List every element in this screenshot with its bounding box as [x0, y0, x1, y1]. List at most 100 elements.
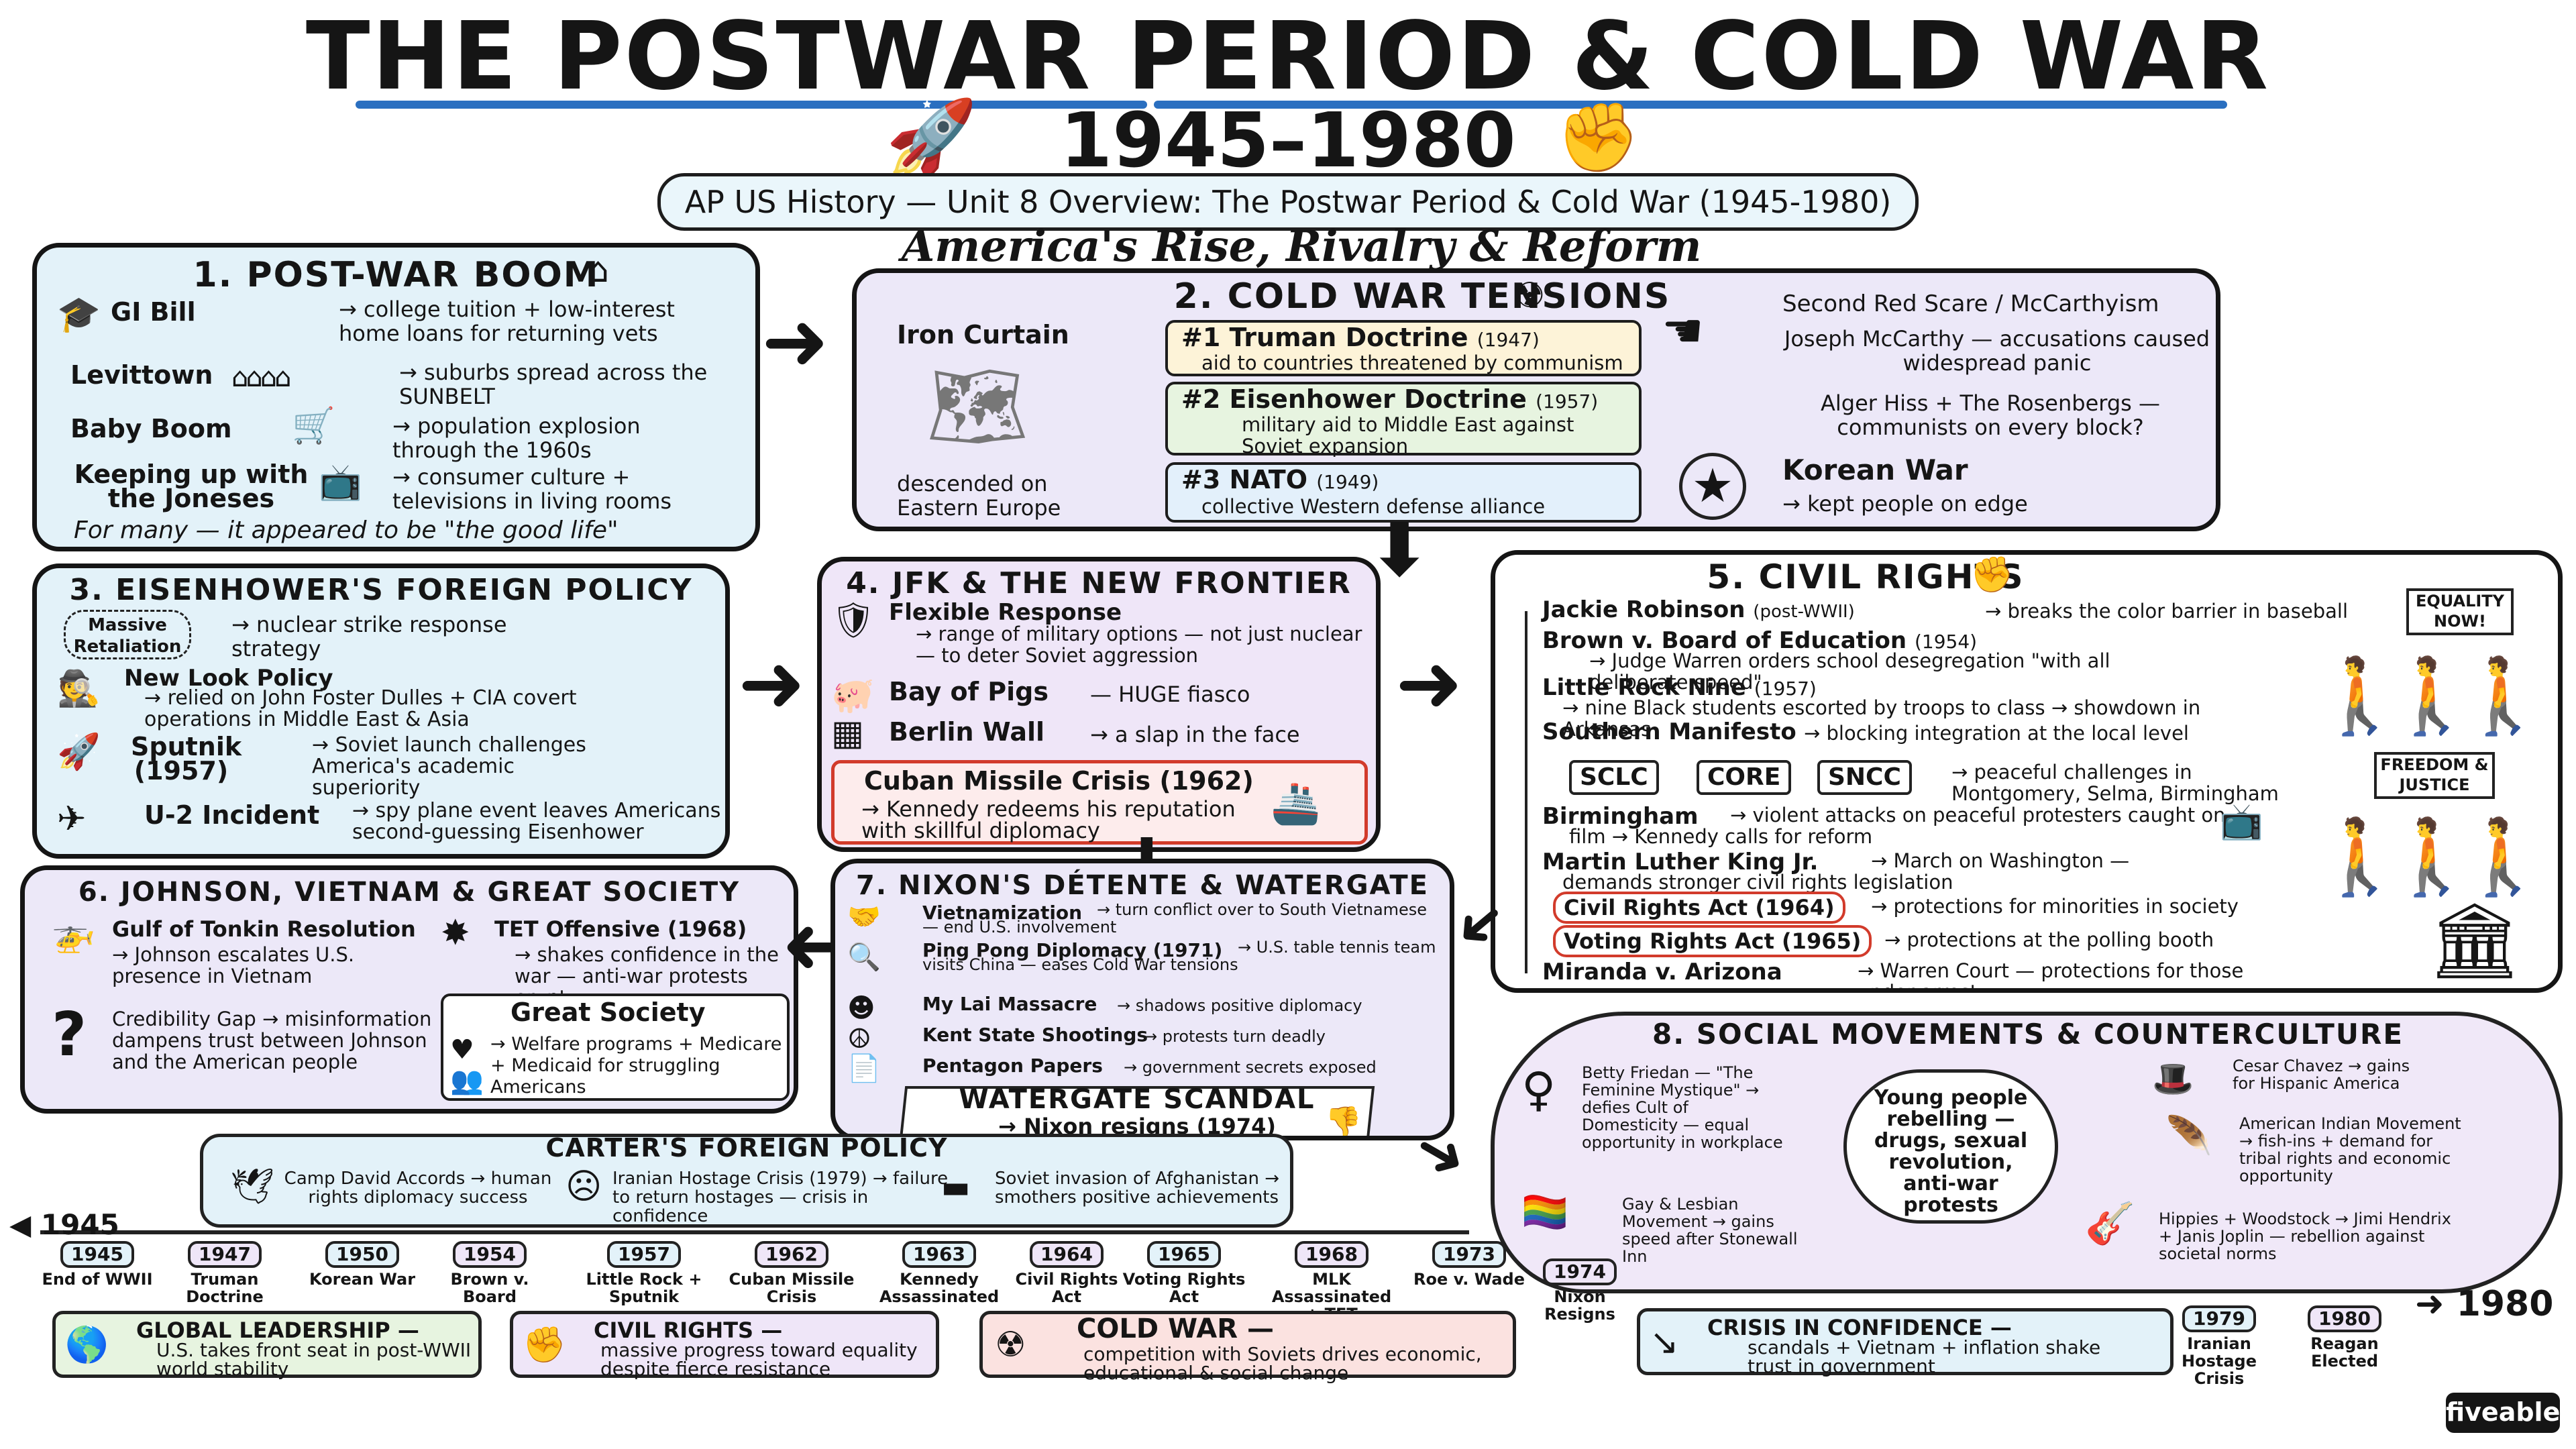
television-icon: 📺	[319, 462, 362, 502]
timeline-year-1973: 1973	[1432, 1241, 1506, 1268]
civil-rights-act-text: → protections for minorities in society	[1871, 895, 2239, 918]
carter-title: CARTER'S FOREIGN POLICY	[545, 1133, 948, 1163]
tet-text: → shakes confidence in the war — anti-wa…	[515, 943, 779, 1008]
watergate-label: WATERGATE SCANDAL	[959, 1084, 1316, 1115]
eisenhower-doctrine-card: #2 Eisenhower Doctrine (1957) military a…	[1165, 382, 1642, 458]
trend-down-icon: ↘	[1650, 1322, 1679, 1362]
thumbs-down-icon: 👎	[1325, 1105, 1362, 1139]
theme-global-leadership: 🌎 GLOBAL LEADERSHIP — U.S. takes front s…	[52, 1311, 482, 1379]
truman-doctrine-label: #1 Truman Doctrine (1947)	[1181, 323, 1540, 352]
hostage-icon: ☹	[566, 1167, 602, 1207]
brown-text: → Judge Warren orders school desegregati…	[1589, 649, 2110, 694]
timeline-label-1980: Reagan Elected	[2310, 1334, 2379, 1371]
timeline-start: ◀ 1945	[9, 1208, 119, 1241]
feather-icon: 🪶	[2165, 1114, 2212, 1158]
arrow-jfk-to-civil: ➜	[1395, 637, 1463, 731]
theme-cold-war: ☢ COLD WAR — competition with Soviets dr…	[979, 1311, 1516, 1383]
vietnamization-text: → turn conflict over to South Vietnamese…	[922, 900, 1428, 936]
rocket-small-icon: 🚀	[57, 732, 101, 772]
cuban-missile-card: Cuban Missile Crisis (1962) → Kennedy re…	[831, 760, 1368, 845]
magnifier-icon: 🔍	[847, 942, 881, 973]
timeline-year-1968: 1968	[1295, 1241, 1368, 1268]
marchers-icon: 🚶🚶🚶	[2314, 653, 2549, 739]
protesters-icon: 🚶🚶🚶	[2314, 814, 2549, 900]
timeline-axis	[40, 1230, 1469, 1234]
u2-text: → spy plane event leaves Americans secon…	[352, 799, 721, 844]
europe-map-icon: 🗺	[926, 360, 1029, 453]
tank-icon: ▬	[941, 1169, 971, 1205]
spy-icon: 🕵	[57, 669, 101, 709]
chavez-text: Cesar Chavez → gains for Hispanic Americ…	[2233, 1057, 2410, 1093]
timeline-year-1963: 1963	[902, 1241, 976, 1268]
red-scare-title: Second Red Scare / McCarthyism	[1782, 290, 2159, 317]
korean-war-label: Korean War	[1782, 453, 1968, 486]
berlin-wall-text: → a slap in the face	[1090, 722, 1300, 747]
timeline-year-1962: 1962	[755, 1241, 828, 1268]
helicopter-icon: 🚁	[52, 914, 95, 955]
house-icon: ⌂	[587, 250, 610, 290]
jackie-robinson-label: Jackie Robinson	[1542, 596, 1746, 623]
jfk-new-frontier-panel: 4. JFK & THE NEW FRONTIER 🛡 Flexible Res…	[817, 557, 1381, 852]
pentagon-papers-text: → government secrets exposed	[1124, 1058, 1377, 1077]
sclc-badge: SCLC	[1569, 760, 1659, 795]
sncc-badge: SNCC	[1817, 760, 1912, 795]
year-range: 1945–1980	[1060, 97, 1516, 184]
miranda-text: → Warren Court — protections for those u…	[1858, 959, 2244, 993]
hiss-rosenbergs-text: Alger Hiss + The Rosenbergs — communists…	[1820, 390, 2160, 440]
timeline-year-1964: 1964	[1030, 1241, 1104, 1268]
soldier-icon: ☻	[847, 993, 875, 1024]
jfk-title: 4. JFK & THE NEW FRONTIER	[846, 566, 1352, 600]
sputnik-label: Sputnik (1957)	[131, 732, 242, 786]
gi-bill-text: → college tuition + low-interest home lo…	[339, 297, 675, 346]
nixon-title: 7. NIXON'S DÉTENTE & WATERGATE	[855, 870, 1430, 901]
title-underline-right	[1154, 101, 2227, 109]
tet-label: TET Offensive (1968)	[494, 916, 747, 942]
joneses-text: → consumer culture + televisions in livi…	[392, 464, 672, 514]
flexible-response-label: Flexible Response	[889, 599, 1122, 626]
timeline-label-1965: Voting Rights Act	[1122, 1270, 1246, 1306]
theme-crisis-confidence: ↘ CRISIS IN CONFIDENCE — scandals + Viet…	[1637, 1308, 2174, 1376]
mccarthy-text: Joseph McCarthy — accusations caused wid…	[1784, 326, 2210, 376]
new-look-text: → relied on John Foster Dulles + CIA cov…	[144, 686, 577, 731]
nato-card: #3 NATO (1949) collective Western defens…	[1165, 462, 1642, 523]
good-life-note: For many — it appeared to be "the good l…	[74, 517, 619, 544]
eisenhower-doctrine-text: military aid to Middle East against Sovi…	[1242, 413, 1574, 458]
hippies-text: Hippies + Woodstock → Jimi Hendrix + Jan…	[2159, 1210, 2451, 1263]
eisenhower-title: 3. EISENHOWER'S FOREIGN POLICY	[69, 573, 693, 607]
iranian-hostage-text: Iranian Hostage Crisis (1979) → failure …	[612, 1169, 949, 1226]
pentagon-papers-label: Pentagon Papers	[922, 1055, 1103, 1077]
great-society-card: Great Society ♥ 👥 → Welfare programs + M…	[441, 994, 790, 1101]
post-war-boom-panel: 1. POST-WAR BOOM ⌂ 🎓 GI Bill → college t…	[32, 243, 760, 551]
southern-manifesto-label: Southern Manifesto	[1542, 718, 1796, 745]
baby-boom-label: Baby Boom	[70, 414, 232, 443]
timeline-label-1957: Little Rock + Sputnik	[586, 1270, 702, 1306]
credibility-gap-text: Credibility Gap → misinformation dampens…	[112, 1008, 432, 1073]
bay-of-pigs-text: — HUGE fiasco	[1090, 682, 1250, 707]
mlk-label: Martin Luther King Jr.	[1542, 849, 1819, 875]
johnson-vietnam-panel: 6. JOHNSON, VIETNAM & GREAT SOCIETY 🚁 Gu…	[20, 865, 798, 1114]
theme-civil-rights: ✊ CIVIL RIGHTS — massive progress toward…	[510, 1311, 939, 1379]
globe-icon: 🌎	[65, 1325, 109, 1365]
levittown-text: → suburbs spread across the SUNBELT	[399, 360, 708, 409]
joneses-label: Keeping up with the Joneses	[74, 460, 309, 513]
timeline-year-1945: 1945	[60, 1241, 134, 1268]
freedom-justice-sign: FREEDOM & JUSTICE	[2374, 752, 2495, 799]
spy-plane-icon: ✈	[57, 799, 87, 839]
timeline-year-1980: 1980	[2308, 1305, 2381, 1332]
miranda-label: Miranda v. Arizona	[1542, 959, 1782, 985]
tagline: America's Rise, Rivalry & Reform	[901, 221, 1702, 272]
pig-icon: 🐖	[831, 676, 875, 716]
arrow-ike-to-jfk: ➜	[738, 637, 806, 731]
timeline-year-1954: 1954	[453, 1241, 527, 1268]
timeline-label-1950: Korean War	[309, 1270, 416, 1289]
cuban-missile-text: → Kennedy redeems his reputation with sk…	[861, 796, 1236, 843]
cold-war-tensions-panel: 2. COLD WAR TENSIONS ☢ Iron Curtain 🗺 de…	[852, 268, 2220, 531]
capitol-icon: 🏛	[2428, 898, 2522, 983]
page-title: THE POSTWAR PERIOD & COLD WAR	[305, 2, 2271, 111]
social-movements-panel: 8. SOCIAL MOVEMENTS & COUNTERCULTURE ♀ B…	[1491, 1012, 2563, 1293]
birmingham-label: Birmingham	[1542, 803, 1699, 830]
radiation-icon: ☢	[1514, 276, 1546, 316]
explosion-icon: ✸	[441, 913, 470, 953]
fist-icon: ✊	[1970, 555, 2014, 595]
cuban-missile-label: Cuban Missile Crisis (1962)	[864, 766, 1254, 796]
